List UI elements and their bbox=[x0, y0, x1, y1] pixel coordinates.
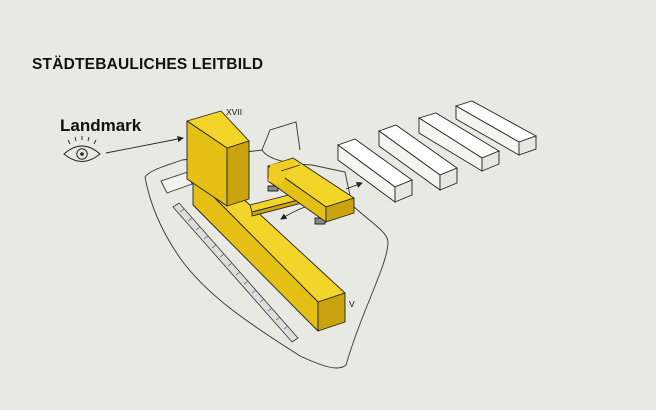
arrow-to-ghost-blocks bbox=[345, 181, 363, 190]
site-outline bbox=[144, 149, 389, 369]
main-building-complex bbox=[186, 110, 355, 332]
view-arrow bbox=[105, 135, 184, 154]
tower-height-label: XVII bbox=[226, 107, 243, 117]
hatched-strip bbox=[172, 202, 299, 343]
eye-icon bbox=[63, 136, 101, 162]
low-wing-height-label: V bbox=[349, 299, 355, 309]
arrow-to-main-wing bbox=[280, 206, 306, 220]
ghost-block-2 bbox=[378, 124, 458, 191]
site-notch bbox=[261, 121, 301, 151]
landmark-tower bbox=[186, 110, 250, 207]
ghost-block-3 bbox=[417, 112, 500, 172]
ghost-block-1 bbox=[337, 138, 413, 203]
parking-pad bbox=[160, 171, 193, 194]
ghost-block-4 bbox=[454, 100, 538, 156]
page-title: STÄDTEBAULICHES LEITBILD bbox=[32, 56, 264, 73]
pavilion bbox=[267, 157, 355, 223]
ghost-blocks bbox=[337, 100, 538, 203]
landmark-label: Landmark bbox=[60, 116, 142, 135]
